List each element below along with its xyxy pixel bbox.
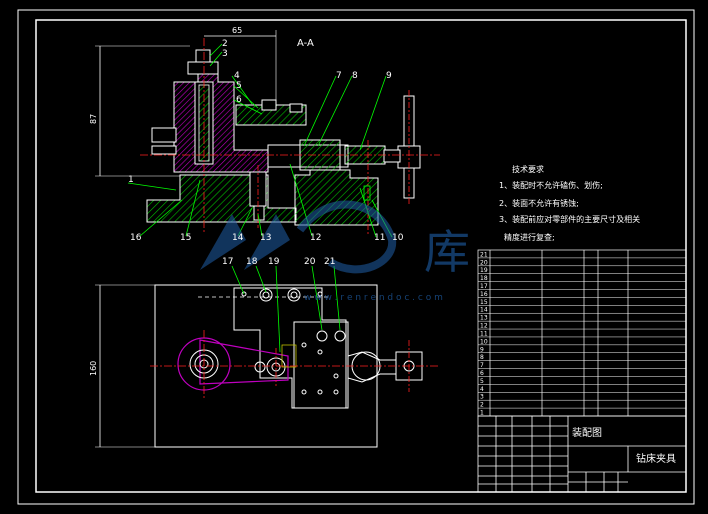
dim-left-lower: 160 bbox=[89, 361, 98, 376]
bom-item-number: 12 bbox=[480, 323, 488, 330]
part-number: 3 bbox=[222, 49, 228, 59]
part-number: 19 bbox=[268, 257, 280, 267]
bom-item-number: 1 bbox=[480, 410, 484, 417]
part-number: 9 bbox=[386, 71, 392, 81]
bom-item-number: 5 bbox=[480, 378, 484, 385]
bom-item-number: 7 bbox=[480, 362, 484, 369]
bom-item-number: 4 bbox=[480, 386, 484, 393]
bom-item-number: 3 bbox=[480, 394, 484, 401]
title-block bbox=[477, 415, 687, 493]
drawing-name: 装配图 bbox=[572, 426, 602, 439]
bom-item-number: 14 bbox=[480, 307, 488, 314]
bom-item-number: 16 bbox=[480, 291, 488, 298]
part-number: 21 bbox=[324, 257, 335, 267]
part-number: 1 bbox=[128, 175, 134, 185]
tech-req-line: 3、装配前应对零部件的主要尺寸及相关 bbox=[499, 214, 640, 224]
bom-item-number: 21 bbox=[480, 251, 488, 258]
part-number: 18 bbox=[246, 257, 258, 267]
product-name: 钻床夹具 bbox=[636, 452, 676, 465]
part-number: 6 bbox=[236, 95, 242, 105]
part-number: 8 bbox=[352, 71, 358, 81]
outer-frame bbox=[17, 9, 695, 505]
section-label: A-A bbox=[297, 38, 314, 49]
watermark bbox=[200, 200, 397, 274]
bom-item-number: 8 bbox=[480, 354, 484, 361]
bom-item-number: 20 bbox=[480, 259, 488, 266]
plan-view bbox=[95, 265, 440, 448]
bom-item-number: 19 bbox=[480, 267, 488, 274]
part-number: 2 bbox=[222, 39, 228, 49]
part-number: 15 bbox=[180, 233, 191, 243]
part-number: 13 bbox=[260, 233, 271, 243]
watermark-brand: 库 bbox=[424, 225, 470, 279]
dim-top: 65 bbox=[232, 26, 242, 35]
bom-item-number: 10 bbox=[480, 338, 488, 345]
part-number: 4 bbox=[234, 71, 240, 81]
tech-req-heading: 技术要求 bbox=[512, 164, 544, 174]
part-number: 11 bbox=[374, 233, 385, 243]
bom-item-number: 9 bbox=[480, 346, 484, 353]
part-number: 5 bbox=[236, 81, 242, 91]
dim-left-upper: 87 bbox=[89, 114, 98, 124]
part-number: 10 bbox=[392, 233, 404, 243]
inner-frame bbox=[35, 19, 687, 493]
tech-req-line: 1、装配时不允许磕伤、划伤; bbox=[499, 180, 603, 190]
part-number: 14 bbox=[232, 233, 244, 243]
bom-item-number: 17 bbox=[480, 283, 488, 290]
bom-item-number: 2 bbox=[480, 402, 484, 409]
part-number: 7 bbox=[336, 71, 342, 81]
part-number: 16 bbox=[130, 233, 142, 243]
watermark-url: w w w . r e n r e n d o c . c o m bbox=[304, 293, 443, 303]
bom-item-number: 15 bbox=[480, 299, 488, 306]
bom-table bbox=[477, 249, 687, 417]
bom-item-number: 6 bbox=[480, 370, 484, 377]
part-number: 20 bbox=[304, 257, 316, 267]
bom-item-number: 13 bbox=[480, 315, 488, 322]
bom-item-number: 18 bbox=[480, 275, 488, 282]
bom-item-number: 11 bbox=[480, 330, 488, 337]
section-view bbox=[95, 30, 440, 238]
tech-req-line: 2、装面不允许有锈蚀; bbox=[499, 198, 579, 208]
tech-req-line: 精度进行复查; bbox=[504, 232, 555, 242]
part-number: 12 bbox=[310, 233, 321, 243]
part-number: 17 bbox=[222, 257, 233, 267]
